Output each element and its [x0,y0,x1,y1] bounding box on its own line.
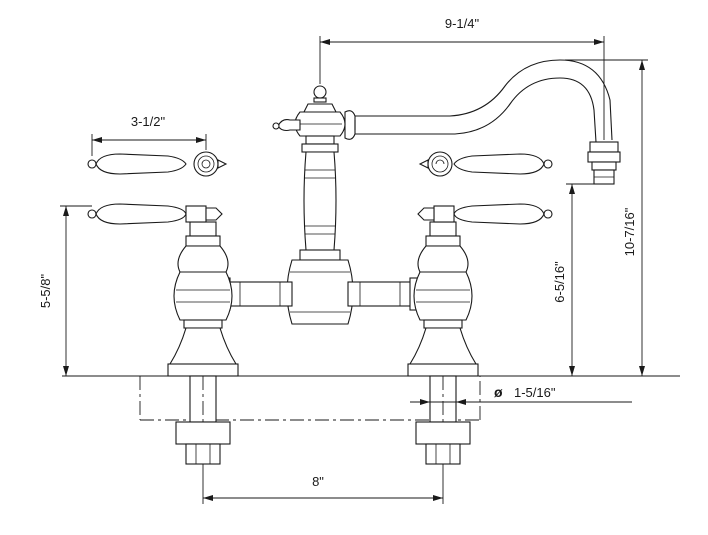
dim-base-to-handle: 5-5/8" [38,205,92,376]
spout [344,59,621,185]
countertop [62,375,680,421]
dim-hole-diameter: ø 1-5/16" [410,384,632,412]
dim-center-spread: 8" [202,464,444,504]
dim-total-height: 10-7/16" [565,59,648,376]
center-column [272,85,354,325]
dim-handle-length-label: 3-1/2" [131,114,166,129]
dim-handle-length: 3-1/2" [91,114,207,156]
dim-spout-reach-label: 9-1/4" [445,16,480,31]
left-lever-handle [87,203,223,225]
dim-spout-clearance: 6-5/16" [552,183,604,376]
dim-center-spread-label: 8" [312,474,324,489]
dim-base-to-handle-label: 5-5/8" [38,273,53,308]
right-lever-handle [417,203,553,225]
right-handle-top-view [418,151,553,177]
right-valve-body [407,221,479,465]
left-handle-top-view [87,151,228,177]
dim-hole-diameter-symbol: ø [494,384,503,400]
dim-total-height-label: 10-7/16" [622,207,637,256]
dim-spout-clearance-label: 6-5/16" [552,261,567,303]
dim-hole-diameter-label: 1-5/16" [514,385,556,400]
left-valve-body [167,221,239,465]
dim-spout-reach: 9-1/4" [319,16,605,140]
